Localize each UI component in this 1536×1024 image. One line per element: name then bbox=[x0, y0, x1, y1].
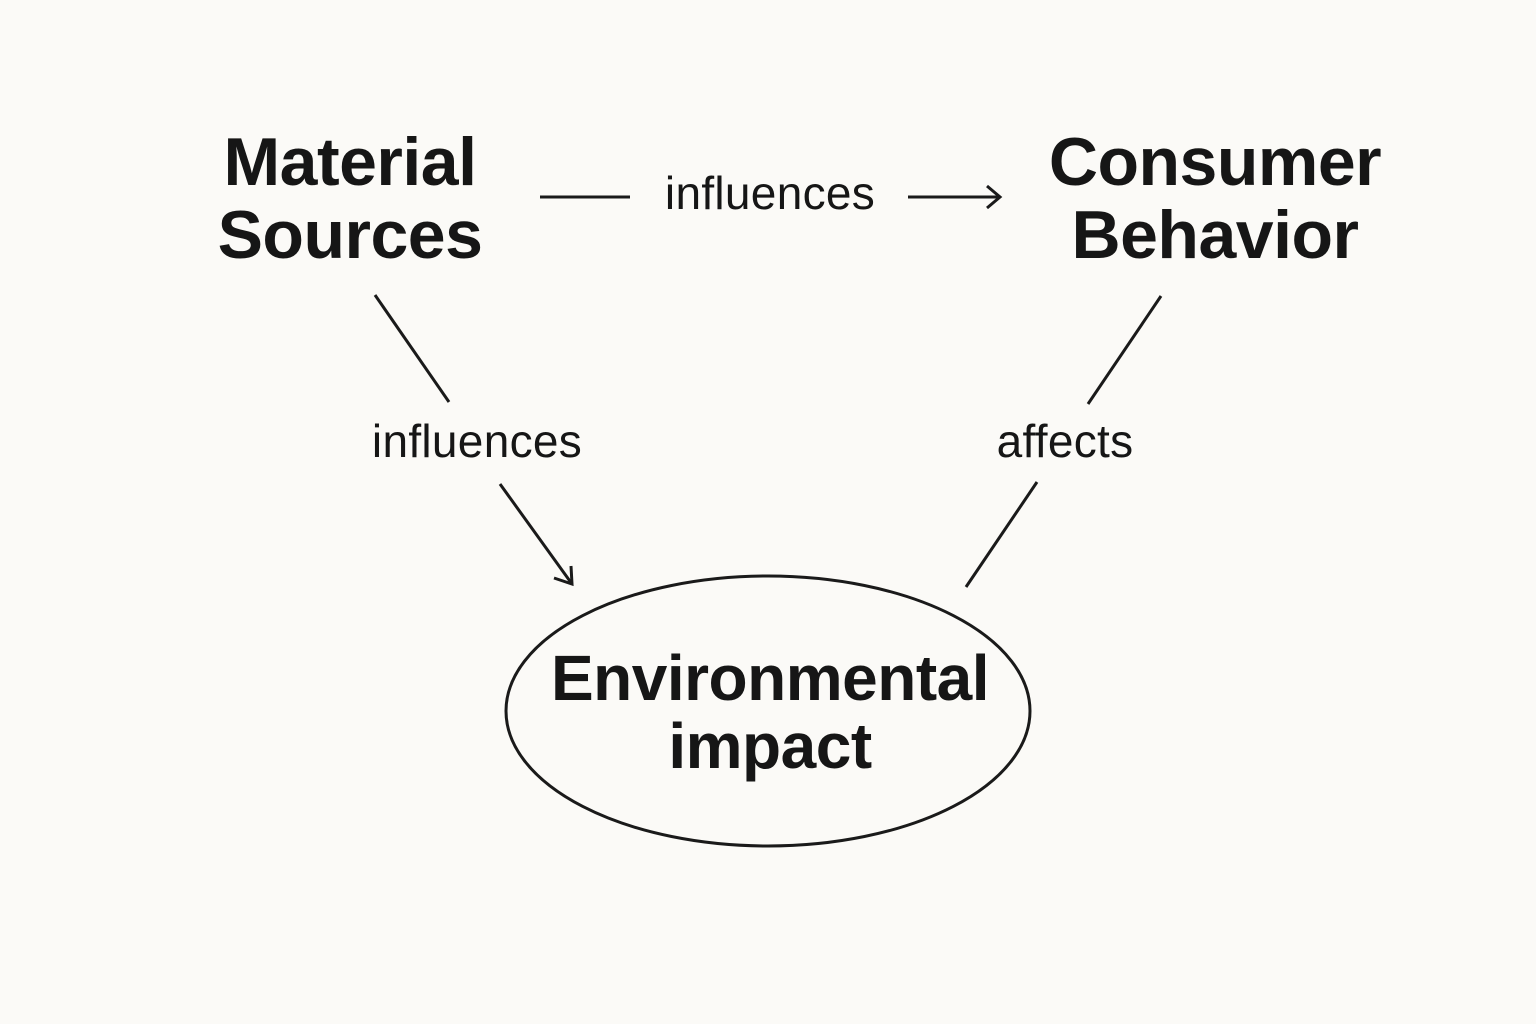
node-material-sources: Material Sources bbox=[200, 126, 500, 272]
environmental-impact-ellipse bbox=[504, 574, 1032, 848]
node-consumer-behavior: Consumer Behavior bbox=[1030, 126, 1400, 272]
node-environmental-impact: Environmental impact bbox=[520, 644, 1020, 781]
arrowhead-icon bbox=[553, 565, 574, 587]
arrowhead-icon bbox=[986, 184, 1003, 210]
node-consumer-behavior-line2: Behavior bbox=[1071, 196, 1360, 273]
edge-line-material-env-lower bbox=[498, 483, 574, 585]
edge-line-material-env-upper bbox=[373, 294, 451, 403]
edge-line-consumer-env-lower bbox=[964, 481, 1039, 588]
node-environmental-impact-line2: impact bbox=[668, 710, 872, 783]
node-material-sources-line2: Sources bbox=[217, 196, 483, 273]
node-environmental-impact-line1: Environmental bbox=[550, 642, 990, 714]
node-material-sources-line1: Material bbox=[223, 124, 478, 200]
edge-line-consumer-env-upper bbox=[1086, 295, 1163, 405]
edge-label-material-consumer: influences bbox=[664, 167, 876, 219]
edge-label-material-environment: influences bbox=[371, 415, 583, 467]
node-consumer-behavior-line1: Consumer bbox=[1048, 124, 1382, 200]
edge-label-consumer-environment: affects bbox=[996, 415, 1134, 467]
